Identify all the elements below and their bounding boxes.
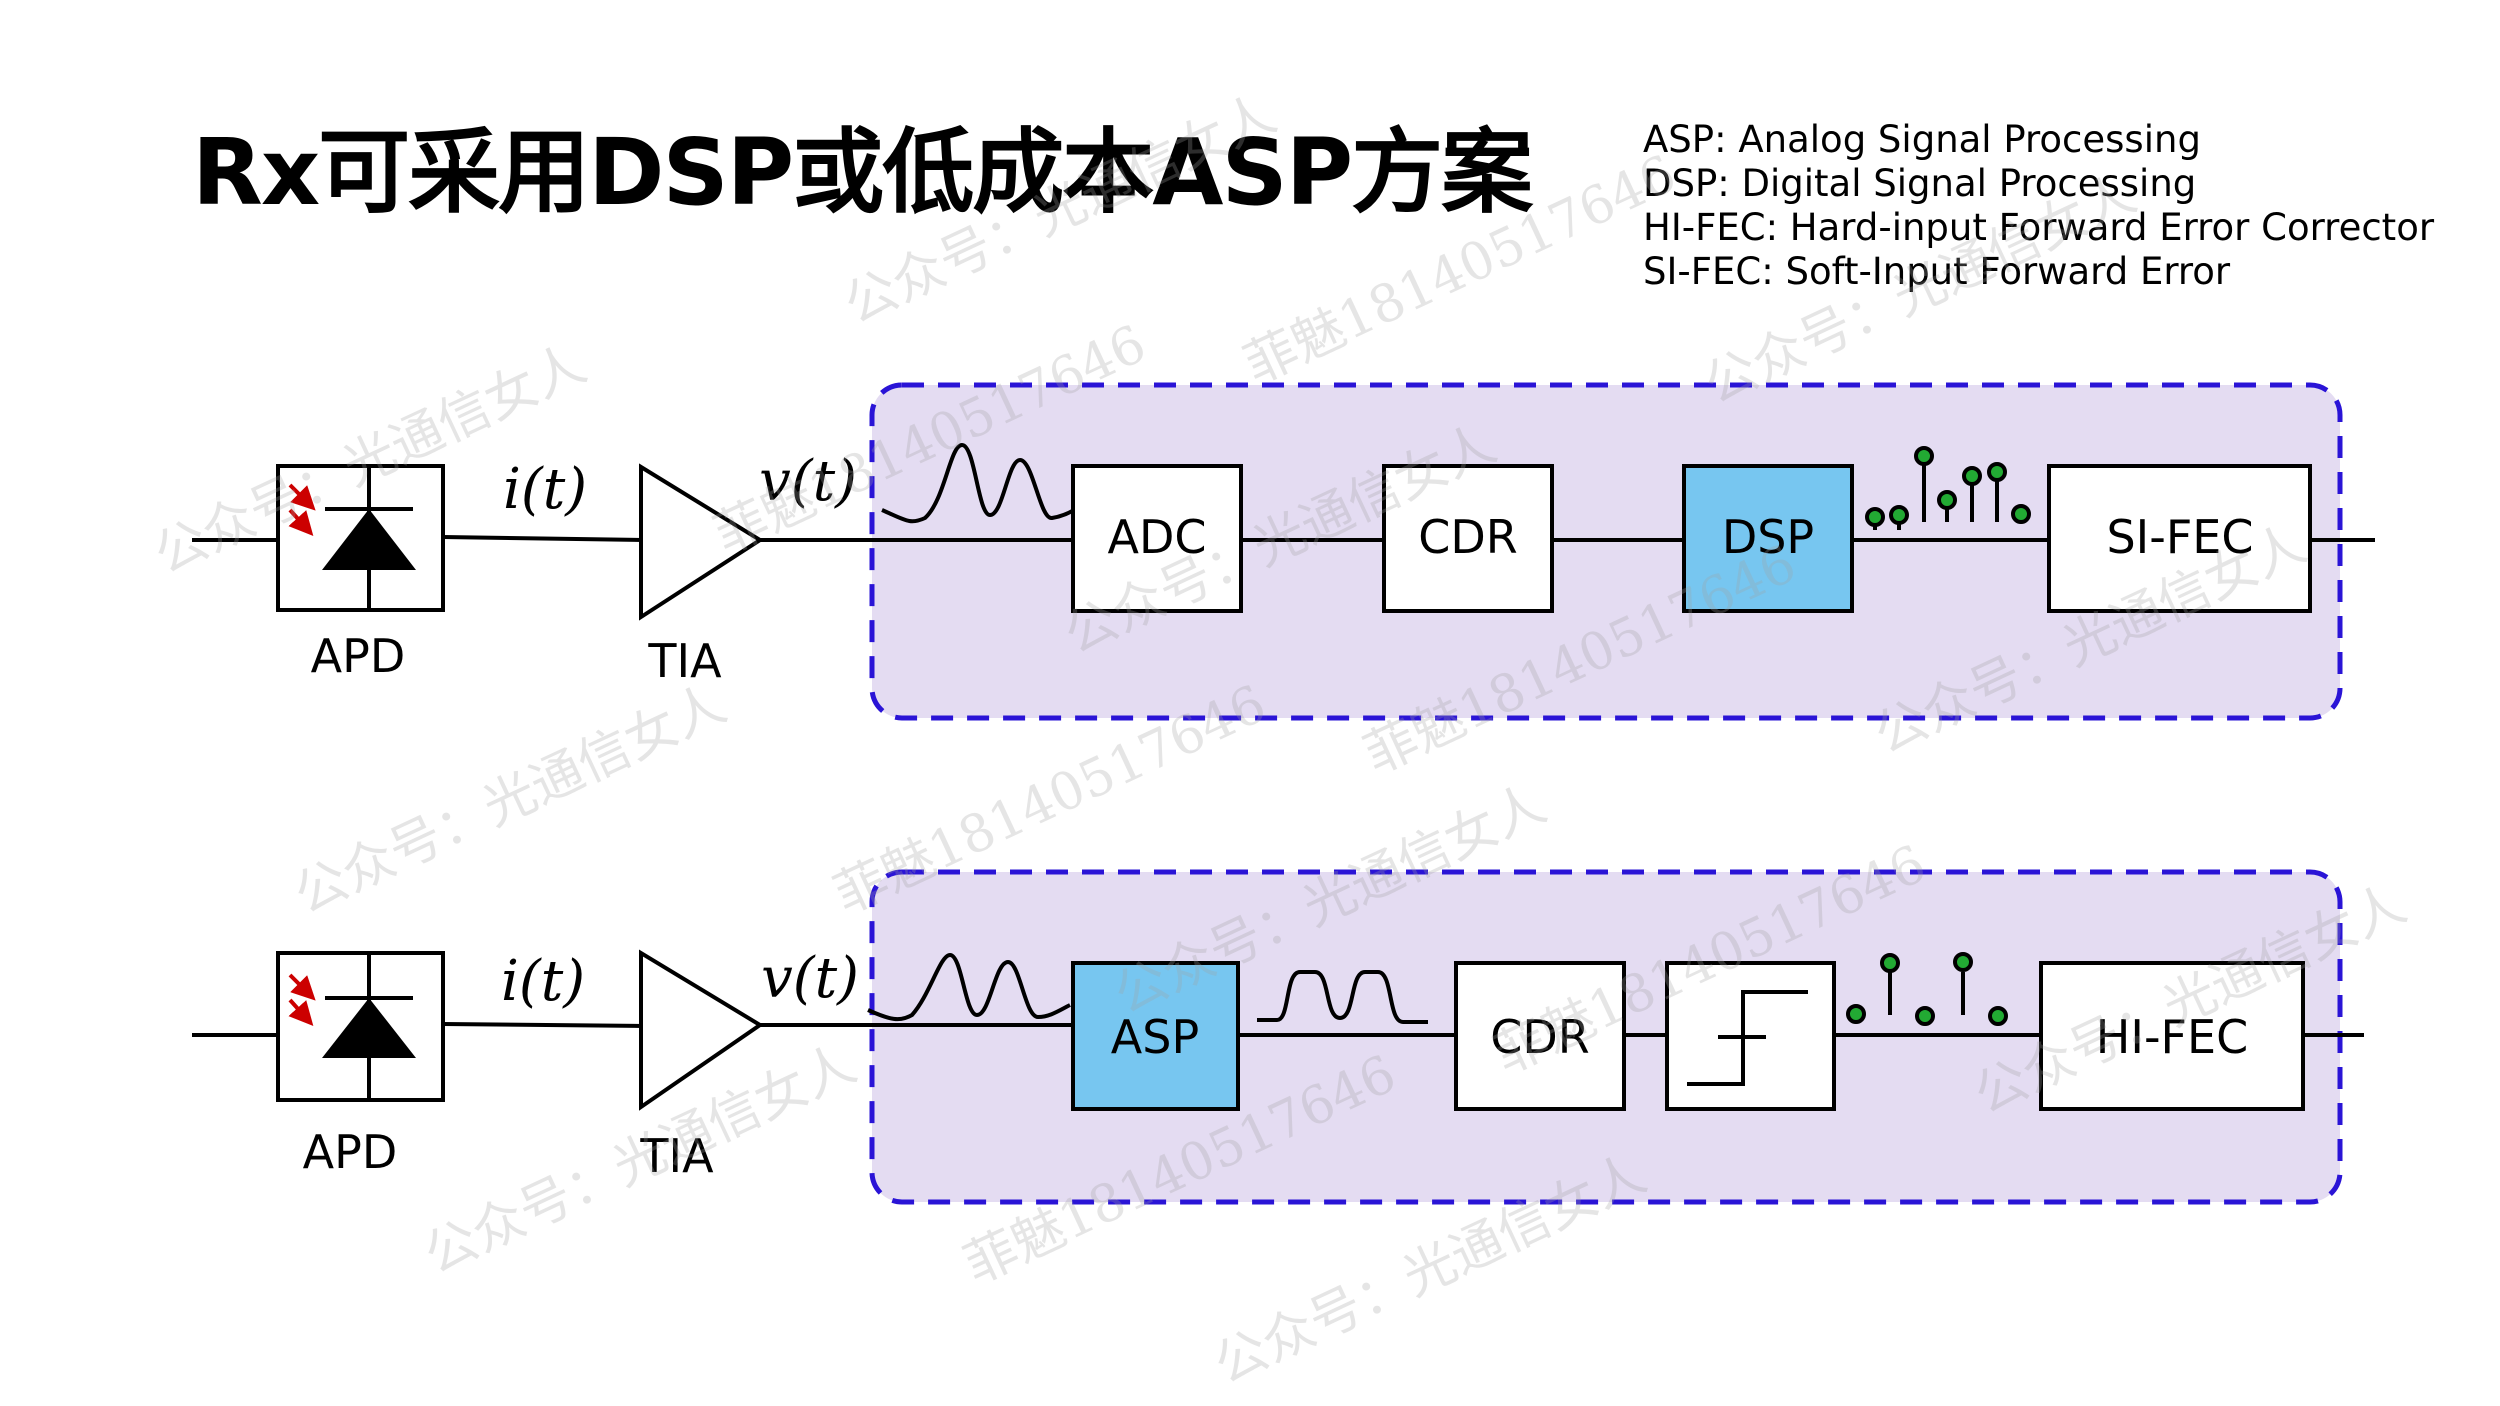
- asp-block: [1071, 961, 1240, 1111]
- row-asp-chain: APD i(t) TIA v(t) ASP CDR: [192, 869, 2364, 1205]
- tia-label: TIA: [647, 634, 722, 688]
- slicer-block: [1665, 961, 1836, 1111]
- page-title: Rx可采用DSP或低成本ASP方案: [192, 119, 1533, 226]
- cdr-label: CDR: [1418, 510, 1518, 564]
- tia-amplifier-icon: [639, 463, 764, 621]
- apd-photodiode-icon: [276, 464, 445, 612]
- apd-photodiode-icon: [276, 951, 445, 1102]
- voltage-label: v(t): [759, 449, 857, 514]
- si-fec-block: [2047, 464, 2312, 613]
- legend-item-hi-fec: HI-FEC: Hard-input Forward Error Correct…: [1643, 206, 2435, 249]
- abbreviation-legend: ASP: Analog Signal Processing DSP: Digit…: [1643, 118, 2434, 294]
- adc-label: ADC: [1107, 510, 1206, 564]
- soft-samples-icon: [1865, 446, 2031, 530]
- hi-fec-label: HI-FEC: [2096, 1010, 2248, 1064]
- current-label: i(t): [503, 457, 587, 522]
- legend-item-dsp: DSP: Digital Signal Processing: [1643, 162, 2197, 205]
- si-fec-label: SI-FEC: [2106, 510, 2253, 564]
- hi-fec-block: [2039, 961, 2305, 1111]
- shaped-waveform-tail: [1377, 970, 1428, 1024]
- dsp-label: DSP: [1722, 510, 1814, 564]
- current-wire: [442, 1022, 644, 1028]
- shaped-waveform-icon: [1257, 970, 1378, 1022]
- cdr-block: [1382, 464, 1554, 613]
- cdr-block: [1454, 961, 1626, 1111]
- cdr-label: CDR: [1490, 1010, 1590, 1064]
- analog-waveform-icon: [881, 442, 1084, 524]
- apd-label: APD: [303, 1125, 398, 1179]
- tia-label: TIA: [639, 1129, 714, 1183]
- voltage-label: v(t): [761, 946, 859, 1011]
- legend-item-si-fec: SI-FEC: Soft-Input Forward Error: [1643, 250, 2231, 293]
- row-dsp-chain: APD i(t) TIA v(t) ADC CDR DSP: [192, 382, 2375, 721]
- tia-amplifier-icon: [639, 949, 764, 1111]
- analog-waveform-icon: [867, 952, 1071, 1022]
- current-wire: [442, 535, 644, 542]
- asp-label: ASP: [1111, 1010, 1199, 1064]
- current-label: i(t): [501, 949, 585, 1014]
- adc-block: [1071, 464, 1243, 613]
- dsp-block: [1682, 464, 1854, 613]
- hard-samples-icon: [1846, 952, 2008, 1026]
- legend-item-asp: ASP: Analog Signal Processing: [1643, 118, 2201, 161]
- apd-label: APD: [311, 629, 406, 683]
